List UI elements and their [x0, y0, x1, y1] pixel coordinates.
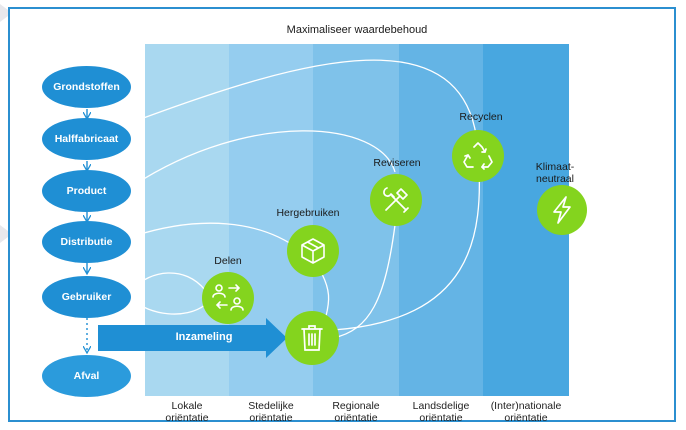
loop-recyclen	[138, 59, 479, 153]
loop-delen-top	[133, 272, 206, 290]
band-label-internationale: (Inter)nationale oriëntatie	[478, 400, 574, 424]
loop-delen-bottom	[133, 300, 206, 315]
klimaat-label-line1: Klimaat-	[535, 161, 575, 173]
band-label-line: oriëntatie	[334, 412, 378, 424]
klimaat-circle	[537, 185, 587, 235]
inzameling-circle	[285, 311, 339, 365]
chain-node-halffabricaat: Halffabricaat	[42, 118, 131, 160]
trash-bin-icon	[301, 325, 323, 351]
band-national	[399, 44, 483, 396]
inzameling-arrow	[98, 318, 287, 358]
band-label-line: oriëntatie	[165, 412, 209, 424]
loop-hergebruiken	[134, 222, 301, 251]
recyclen-label: Recyclen	[459, 111, 503, 123]
chain-node-distributie: Distributie	[42, 221, 131, 263]
loop-reviseren-return	[332, 224, 396, 339]
tools-icon	[383, 187, 409, 213]
chain-node-gebruiker: Gebruiker	[42, 276, 131, 318]
diagram-title: Maximaliseer waardebehoud	[286, 24, 428, 36]
hergebruiken-label: Hergebruiken	[276, 207, 340, 219]
delen-circle	[202, 272, 254, 324]
recyclen-circle	[452, 130, 504, 182]
chain-node-afval: Afval	[42, 355, 131, 397]
loop-hergebruiken-return	[321, 273, 330, 317]
band-label-line: Regionale	[332, 400, 380, 412]
band-label-landsdelige: Landsdelige oriëntatie	[399, 400, 483, 424]
band-label-line: oriëntatie	[504, 412, 548, 424]
loop-reviseren	[134, 130, 396, 185]
chain-node-grondstoffen: Grondstoffen	[42, 66, 131, 108]
lightning-icon	[553, 196, 571, 224]
chain-node-product: Product	[42, 170, 131, 212]
klimaat-label-line2: neutraal	[536, 173, 574, 185]
reviseren-label: Reviseren	[373, 157, 421, 169]
band-label-stedelijke: Stedelijke oriëntatie	[229, 400, 313, 424]
band-label-regionale: Regionale oriëntatie	[314, 400, 398, 424]
reviseren-circle	[370, 174, 422, 226]
band-label-line: Stedelijke	[248, 400, 294, 412]
hergebruiken-circle	[287, 225, 339, 277]
box-icon	[301, 238, 325, 264]
band-label-lokale: Lokale oriëntatie	[145, 400, 229, 424]
band-label-line: Lokale	[171, 400, 203, 412]
recycle-icon	[463, 142, 493, 170]
delen-label: Delen	[214, 255, 242, 267]
band-label-line: oriëntatie	[419, 412, 463, 424]
loop-recyclen-return	[332, 151, 481, 331]
band-label-line: (Inter)nationale	[490, 400, 562, 412]
klimaat-label: Klimaat- neutraal	[520, 161, 590, 185]
inzameling-label: Inzameling	[175, 331, 233, 343]
people-exchange-icon	[212, 284, 244, 311]
band-label-line: Landsdelige	[412, 400, 470, 412]
band-label-line: oriëntatie	[249, 412, 293, 424]
